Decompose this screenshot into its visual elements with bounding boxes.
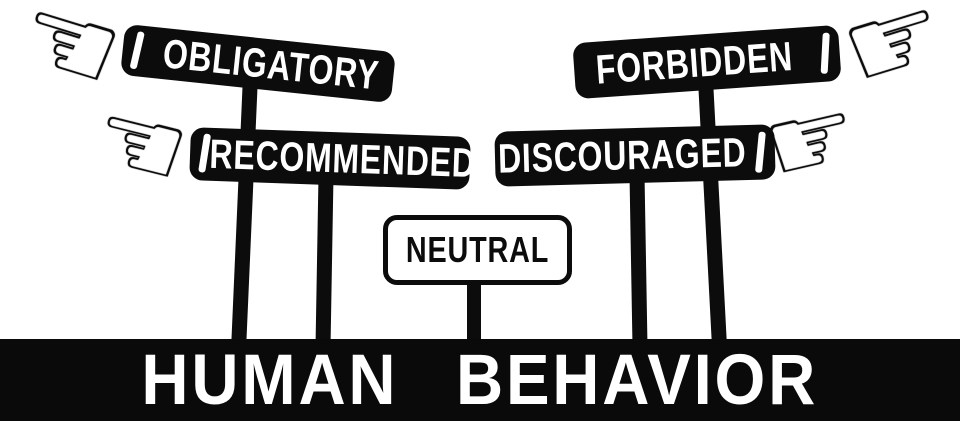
sign-neutral: NEUTRAL	[383, 215, 572, 285]
banner-title: HUMAN BEHAVIOR	[141, 340, 819, 420]
obligatory-sign-post	[231, 83, 258, 343]
sign-discouraged: DISCOURAGED	[494, 124, 776, 187]
sign-recommended-label: RECOMMENDED	[209, 130, 477, 187]
forbidden-sign-post	[698, 83, 727, 343]
sign-discouraged-label: DISCOURAGED	[497, 129, 747, 182]
sign-obligatory-label: OBLIGATORY	[160, 30, 382, 99]
sign-recommended: RECOMMENDED	[189, 127, 477, 190]
recommended-sign-post	[315, 179, 334, 344]
pointing-hand-right-icon: ☞	[751, 70, 871, 210]
discouraged-sign-post	[629, 177, 648, 344]
sign-forbidden-label: FORBIDDEN	[594, 32, 794, 93]
pointing-hand-left-icon: ☜	[81, 73, 201, 215]
neutral-sign-post	[467, 270, 481, 343]
sign-neutral-label: NEUTRAL	[405, 229, 550, 270]
human-behavior-banner: HUMAN BEHAVIOR	[0, 339, 960, 421]
